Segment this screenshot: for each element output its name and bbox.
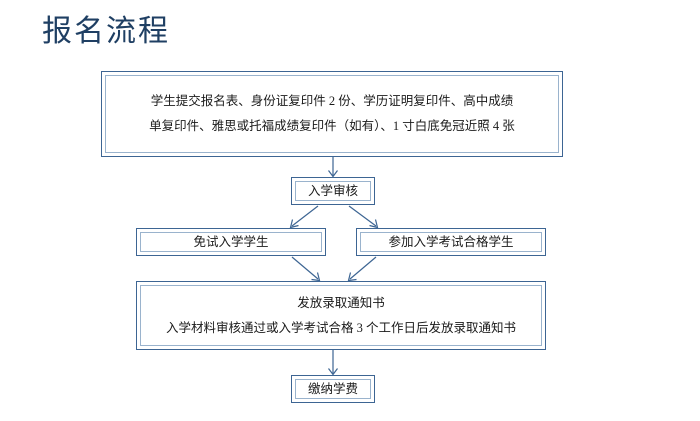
node-inner-frame: 学生提交报名表、身份证复印件 2 份、学历证明复印件、高中成绩 单复印件、雅思或… — [105, 75, 559, 153]
node-text-line: 免试入学学生 — [193, 234, 269, 249]
node-inner-frame: 参加入学考试合格学生 — [360, 232, 542, 252]
node-text-line: 入学审核 — [307, 183, 358, 198]
node-exam-passed-students[interactable]: 参加入学考试合格学生 — [356, 228, 546, 256]
arrow-admission-to-tuition — [328, 350, 338, 376]
node-text-line: 参加入学考试合格学生 — [388, 234, 514, 249]
node-inner-frame: 入学审核 — [295, 181, 371, 201]
arrow-exam-passed-to-admission — [347, 256, 377, 282]
arrow-review-to-exempt — [289, 205, 319, 229]
node-inner-frame: 发放录取通知书 入学材料审核通过或入学考试合格 3 个工作日后发放录取通知书 — [140, 285, 542, 346]
page-title: 报名流程 — [42, 15, 170, 48]
node-admission-review[interactable]: 入学审核 — [291, 177, 375, 205]
node-text-line: 入学材料审核通过或入学考试合格 3 个工作日后发放录取通知书 — [165, 320, 516, 335]
node-text-line: 发放录取通知书 — [297, 295, 385, 310]
node-exemption-students[interactable]: 免试入学学生 — [136, 228, 326, 256]
node-inner-frame: 缴纳学费 — [295, 379, 371, 399]
arrow-exempt-to-admission — [291, 256, 321, 282]
arrow-review-to-exam-passed — [348, 205, 379, 229]
node-text-line: 学生提交报名表、身份证复印件 2 份、学历证明复印件、高中成绩 — [150, 94, 514, 108]
node-text-line: 单复印件、雅思或托福成绩复印件（如有）、1 寸白底免冠近照 4 张 — [149, 119, 515, 133]
node-submit-documents[interactable]: 学生提交报名表、身份证复印件 2 份、学历证明复印件、高中成绩 单复印件、雅思或… — [101, 71, 563, 157]
node-pay-tuition[interactable]: 缴纳学费 — [291, 375, 375, 403]
node-issue-admission-notice[interactable]: 发放录取通知书 入学材料审核通过或入学考试合格 3 个工作日后发放录取通知书 — [136, 281, 546, 350]
node-text-line: 缴纳学费 — [307, 381, 358, 396]
node-inner-frame: 免试入学学生 — [140, 232, 322, 252]
arrow-documents-to-review — [328, 157, 338, 178]
